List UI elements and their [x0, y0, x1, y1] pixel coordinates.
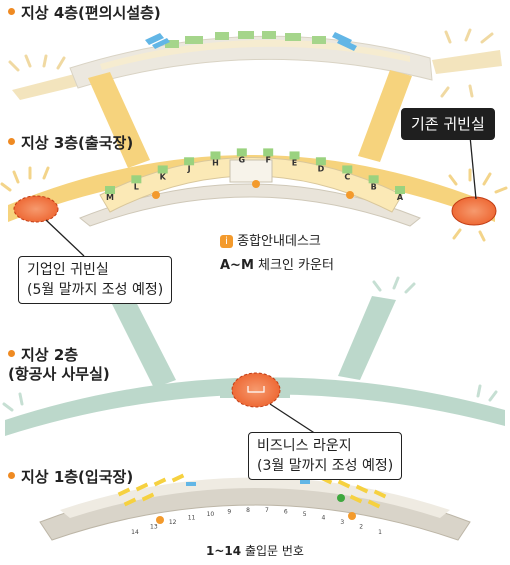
- arrival-gate-number: 4: [322, 514, 326, 521]
- info-desk-icon: i: [220, 235, 233, 248]
- checkin-counter-letter: L: [134, 182, 139, 191]
- bullet-icon: [8, 350, 15, 357]
- checkin-counter-block: [105, 186, 115, 194]
- checkin-counter-block: [184, 157, 195, 166]
- corporate-lounge-callout: 기업인 귀빈실 (5월 말까지 조성 예정): [18, 256, 173, 304]
- checkin-counter-letter: G: [239, 155, 246, 164]
- floor3-label: 지상 3층(출국장): [8, 134, 133, 153]
- checkin-counter-letter: E: [292, 158, 297, 167]
- bullet-icon: [8, 8, 15, 15]
- floor1-plan: [39, 473, 471, 541]
- arrival-gate-number: 14: [131, 529, 139, 536]
- existing-lounge-callout: 기존 귀빈실: [401, 108, 495, 140]
- checkin-counter-letter: A: [397, 193, 404, 202]
- bullet-icon: [8, 138, 15, 145]
- checkin-counter-block: [157, 165, 168, 174]
- arrival-gate-number: 13: [150, 524, 158, 531]
- arrival-gate-number: 2: [359, 524, 363, 531]
- arrival-gate-number: 5: [303, 511, 307, 518]
- checkin-counter-block: [131, 175, 142, 184]
- checkin-counter-block: [395, 186, 405, 194]
- floor3-plan: [0, 70, 508, 242]
- checkin-counter-block: [342, 165, 353, 174]
- legend-gates: 1~14 출입문 번호: [206, 544, 304, 558]
- checkin-counter-block: [210, 151, 221, 160]
- checkin-counter-letter: H: [212, 158, 219, 167]
- existing-lounge-marker: [451, 196, 497, 226]
- arrival-gate-number: 12: [169, 519, 177, 526]
- floor1-label: 지상 1층(입국장): [8, 468, 133, 487]
- arrival-gate-labels: 14 13 12 11 10 9 8 7 6 5 4 3 2 1: [131, 507, 382, 536]
- corporate-lounge-marker: [13, 195, 59, 223]
- checkin-counter-block: [368, 175, 379, 184]
- floor2-plan: [2, 272, 505, 436]
- arrival-gate-number: 10: [207, 511, 215, 518]
- checkin-counter-block: [289, 151, 300, 160]
- info-desk-icons: [152, 180, 356, 524]
- arrival-gate-number: 3: [340, 519, 344, 526]
- checkin-counter-letter: B: [371, 182, 377, 191]
- arrival-gate-number: 7: [265, 507, 269, 514]
- checkin-counter-block: [263, 148, 274, 157]
- business-lounge-marker: [231, 372, 281, 408]
- gate-marker-icon: [337, 494, 345, 502]
- checkin-counter-letter: F: [265, 155, 270, 164]
- floor2-label: 지상 2층 (항공사 사무실): [8, 346, 110, 383]
- floor4-plan: [8, 28, 502, 100]
- floor4-label: 지상 4층(편의시설층): [8, 4, 161, 23]
- business-lounge-callout: 비즈니스 라운지 (3월 말까지 조성 예정): [248, 432, 403, 480]
- arrival-gate-number: 8: [246, 507, 250, 514]
- checkin-counter-letter: D: [318, 164, 325, 173]
- arrival-gate-number: 6: [284, 508, 288, 515]
- legend-checkin: A~M 체크인 카운터: [220, 258, 334, 273]
- checkin-counter-block: [236, 148, 247, 157]
- checkin-counter-letter: J: [187, 164, 191, 173]
- checkin-counter-letter: C: [344, 172, 350, 181]
- arrival-gate-number: 9: [227, 508, 231, 515]
- bullet-icon: [8, 472, 15, 479]
- checkin-counter-letter: K: [160, 172, 167, 181]
- checkin-counter-letter: M: [106, 193, 114, 202]
- checkin-counter-labels: M L K J H G F E D C B A: [105, 148, 405, 202]
- checkin-counter-block: [315, 157, 326, 166]
- arrival-gate-number: 1: [378, 529, 382, 536]
- leader-lines: [45, 135, 477, 435]
- legend-info-desk: i 종합안내데스크: [220, 230, 321, 249]
- arrival-gate-number: 11: [188, 514, 196, 521]
